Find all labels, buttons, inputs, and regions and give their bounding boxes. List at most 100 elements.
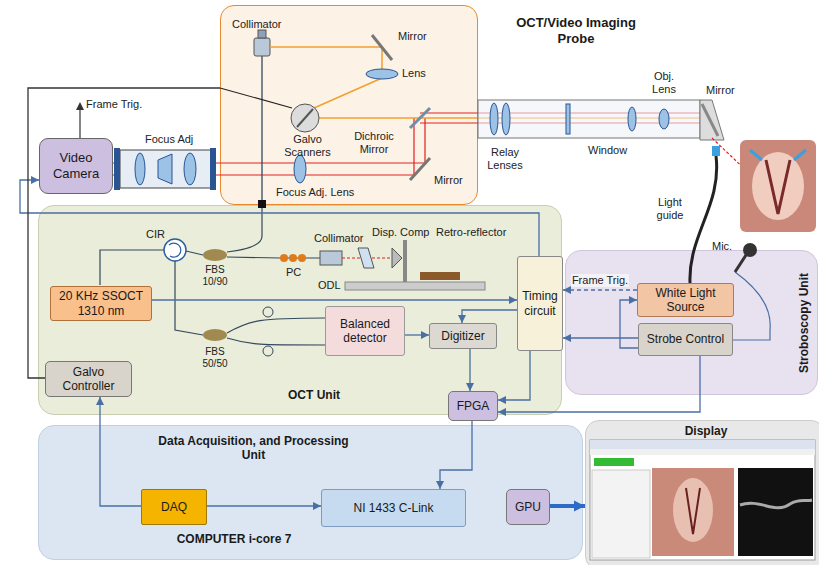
oct-fibers <box>280 254 288 262</box>
display-screenshot <box>594 458 634 466</box>
arrow-head <box>629 296 637 304</box>
oct-fibers <box>227 257 320 258</box>
arrow-head <box>498 396 506 404</box>
arrow-head <box>31 176 39 184</box>
larynx-image <box>750 150 762 160</box>
probe-tube <box>702 104 718 136</box>
arrow-head <box>509 296 517 304</box>
arrow-head <box>421 331 429 339</box>
camera-focus-optics <box>135 153 145 185</box>
display-screenshot <box>652 468 734 556</box>
larynx-image <box>766 160 790 214</box>
probe-tube <box>490 103 498 135</box>
signal-connector <box>405 331 429 339</box>
signal-connector <box>436 421 472 489</box>
microphone <box>732 243 770 340</box>
optical-delay-line <box>403 240 407 282</box>
connector-line <box>207 505 321 506</box>
component-box: Video Camera <box>39 138 113 194</box>
panel-title: Stroboscopy Unit <box>797 273 811 373</box>
probe-fiber <box>261 56 262 200</box>
microphone <box>732 272 770 340</box>
oct-fibers <box>227 208 262 252</box>
frame-trigger-arrow <box>76 102 84 138</box>
part-label: Dichroic Mirror <box>345 130 403 155</box>
component-box: White Light Source <box>637 283 734 318</box>
oct-fibers <box>203 329 227 341</box>
box-label: Balanced detector <box>329 317 401 346</box>
oct-beam <box>305 78 382 112</box>
connector-line <box>498 356 700 412</box>
part-label: Window <box>588 144 627 157</box>
probe-optics <box>366 69 398 79</box>
camera-focus-optics <box>114 148 216 190</box>
part-label: Light guide <box>652 196 688 221</box>
part-label: Galvo Scanners <box>280 133 335 158</box>
part-label: Disp. Comp <box>372 226 429 239</box>
probe-fiber <box>258 200 266 208</box>
component-box: DAQ <box>141 489 207 525</box>
probe-optics <box>220 35 430 183</box>
connector-line <box>563 337 638 338</box>
signal-connector <box>498 351 530 404</box>
box-label: 20 KHz SSOCT 1310 nm <box>54 289 148 318</box>
probe-fiber <box>254 38 270 56</box>
part-label: Mirror <box>434 174 463 187</box>
camera-focus-optics <box>184 153 196 185</box>
part-label: Collimator <box>314 232 364 245</box>
arrow-head <box>466 383 474 391</box>
probe-tube <box>628 107 636 131</box>
part-label: CIR <box>146 228 165 241</box>
box-label: DAQ <box>161 500 187 514</box>
display-screenshot <box>738 468 813 556</box>
optical-delay-line <box>345 282 485 290</box>
oct-fibers <box>169 243 181 257</box>
frame-trigger-arrow <box>79 108 80 138</box>
panel-title: Data Acquisition, and Processing Unit <box>151 434 356 463</box>
part-label: Collimator <box>232 18 282 31</box>
light-guide <box>712 146 720 156</box>
display-screenshot <box>673 478 713 542</box>
connector-line <box>440 421 472 489</box>
part-label: FBS 50/50 <box>200 346 230 369</box>
panel-title: COMPUTER i-core 7 <box>159 532 309 546</box>
connector-line <box>20 180 539 256</box>
probe-fiber <box>258 30 266 38</box>
box-label: Digitizer <box>441 329 484 343</box>
display-screenshot <box>686 488 700 534</box>
optical-delay-line <box>358 248 374 268</box>
arrow-head <box>313 502 321 510</box>
probe-optics <box>372 35 392 60</box>
box-label: GPU <box>515 500 541 514</box>
signal-connector <box>96 397 141 506</box>
part-label: Retro-reflector <box>436 226 506 239</box>
probe-optics <box>294 155 306 183</box>
box-label: FPGA <box>457 399 490 413</box>
arrow-head <box>563 286 571 294</box>
larynx-image <box>794 150 806 160</box>
arrow-head <box>563 334 571 342</box>
arrow-head <box>458 315 466 323</box>
box-label: Timing circuit <box>521 289 559 318</box>
part-label: Relay Lenses <box>480 146 530 171</box>
signal-connector <box>152 296 517 304</box>
signal-connector <box>458 310 517 323</box>
optical-delay-line <box>320 251 342 265</box>
signal-connector <box>466 349 474 391</box>
box-label: NI 1433 C-Link <box>353 501 433 515</box>
probe-tube <box>566 104 570 134</box>
part-label: Lens <box>402 67 426 80</box>
signal-connector <box>207 502 321 510</box>
component-box: Digitizer <box>429 323 497 349</box>
display-screenshot <box>590 449 815 455</box>
part-label: ODL <box>318 279 341 292</box>
oct-fibers <box>263 346 273 356</box>
connector-line <box>620 300 638 348</box>
camera-focus-optics <box>158 154 172 184</box>
part-label: Mirror <box>398 30 427 43</box>
part-label: Obj. Lens <box>650 70 678 95</box>
part-label: Focus Adj <box>145 133 193 146</box>
probe-tube <box>478 100 752 176</box>
oct-fibers <box>100 250 164 285</box>
